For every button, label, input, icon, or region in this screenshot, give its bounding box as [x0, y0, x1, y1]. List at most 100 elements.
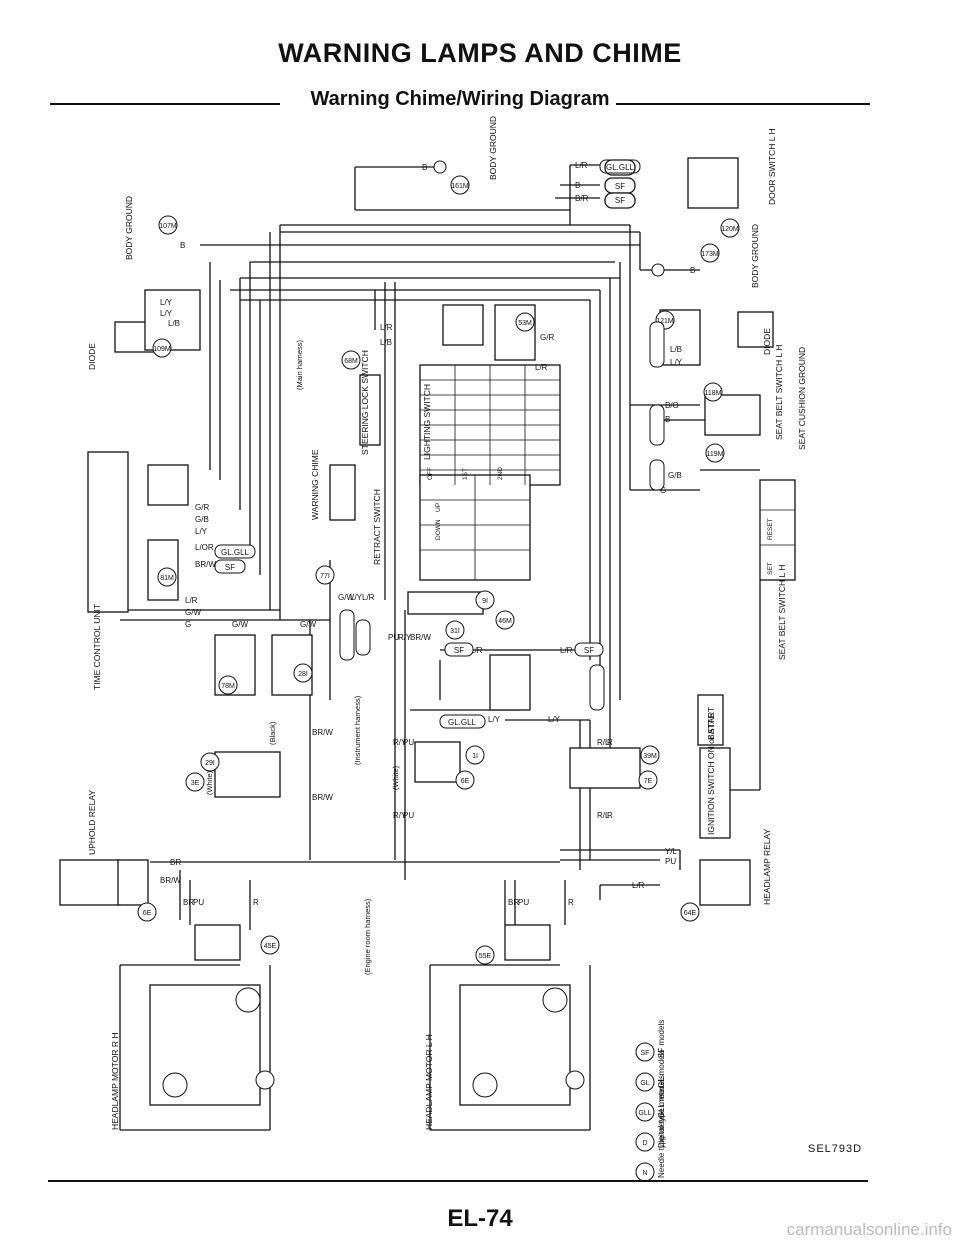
- legend-text-d: Digital type meter: [657, 1085, 666, 1148]
- harness-engine-room: (Engine room harness): [363, 898, 372, 975]
- harness-black: (Black): [268, 721, 277, 745]
- connector-28i: 28I: [298, 671, 308, 678]
- model-tag: SF: [225, 563, 235, 572]
- model-tag: GL.GLL: [448, 718, 477, 727]
- page-title: WARNING LAMPS AND CHIME: [278, 38, 682, 68]
- connector-53m: 53M: [518, 320, 532, 327]
- wire-code: BR: [183, 898, 194, 907]
- connector-7e: 7E: [644, 778, 653, 785]
- label-seat-belt-switch: SEAT BELT SWITCH L H: [774, 345, 784, 440]
- page-number: EL-74: [447, 1205, 513, 1232]
- legend-symbol-d: D: [642, 1140, 647, 1147]
- retract-header: DOWN: [435, 519, 442, 540]
- wire-code: PU: [518, 898, 529, 907]
- wire-code: L/R: [470, 646, 483, 655]
- wire-code: L/B: [380, 338, 392, 347]
- label-headlamp-motor-lh: HEADLAMP MOTOR L H: [424, 1034, 434, 1130]
- belt-header: SET: [767, 562, 774, 575]
- label-diode-right: DIODE: [762, 328, 772, 355]
- label-headlamp-relay: HEADLAMP RELAY: [762, 828, 772, 905]
- wire-code: R: [253, 898, 259, 907]
- wire-code: B/O: [665, 401, 679, 410]
- legend-symbol-gl: GL: [640, 1080, 649, 1087]
- wire-code: L/R: [535, 363, 548, 372]
- wire-code: L/R: [380, 323, 393, 332]
- wire-code: L/R: [362, 593, 375, 602]
- harness-white-left: (White): [205, 770, 214, 795]
- model-tag: SF: [454, 646, 464, 655]
- belt-header: RESET: [767, 518, 774, 540]
- connector-81m: 81M: [160, 575, 174, 582]
- wire-code: L/Y: [160, 309, 173, 318]
- wire-code: BR: [508, 898, 519, 907]
- label-ignition-switch: IGNITION SWITCH ON or START: [706, 707, 716, 835]
- wire-code: R: [568, 898, 574, 907]
- wire-code: L/R: [185, 596, 198, 605]
- legend-symbol-n: N: [642, 1170, 647, 1177]
- connector-3e: 3E: [191, 780, 200, 787]
- figure-code: SEL793D: [808, 1143, 863, 1155]
- connector-39m: 39M: [643, 753, 657, 760]
- model-tag: SF: [615, 196, 625, 205]
- legend-symbol-sf: SF: [641, 1050, 650, 1057]
- subtitle-rule-right: [605, 103, 870, 105]
- wire-code: L/Y: [350, 593, 363, 602]
- label-body-ground-top: BODY GROUND: [488, 116, 498, 180]
- wire-code: B/R: [575, 194, 589, 203]
- wire-code: R/L: [597, 738, 610, 747]
- wire-code: BR/W: [410, 633, 431, 642]
- wire-code: G/R: [540, 333, 554, 342]
- wire-code: L/Y: [670, 358, 683, 367]
- lighting-header: 2ND: [497, 467, 504, 480]
- label-seat-belt-switch-lower: SEAT BELT SWITCH L H: [777, 565, 787, 660]
- connector-29i: 29I: [205, 760, 215, 767]
- wire-code: Y/L: [665, 847, 678, 856]
- wire-code: L/Y: [160, 298, 173, 307]
- legend-text-gll: GLL models: [657, 1075, 666, 1118]
- connector-6e: 6E: [461, 778, 470, 785]
- wire-code: G/R: [195, 503, 209, 512]
- wire-code: L/Y: [488, 715, 501, 724]
- wire-code: B: [180, 241, 185, 250]
- connector-119m: 119M: [707, 451, 724, 458]
- wire-code: B: [422, 163, 427, 172]
- wire-code: B: [575, 181, 580, 190]
- connector-120m: 120M: [721, 226, 739, 233]
- legend-text-n: Needle type meter: [657, 1112, 666, 1178]
- wire-code: L/OR: [195, 543, 214, 552]
- wire-code: G/B: [195, 515, 209, 524]
- connector-1i: 1I: [472, 753, 478, 760]
- wire-code: PU: [665, 857, 676, 866]
- page-subtitle: Warning Chime/Wiring Diagram: [50, 88, 870, 111]
- model-tag: GL.GLL: [606, 163, 635, 172]
- wire-code: PU: [388, 633, 399, 642]
- lighting-header: 1ST: [462, 468, 469, 480]
- label-seat-cushion: SEAT CUSHION GROUND: [797, 347, 807, 450]
- connector-45e: 45E: [264, 943, 277, 950]
- wire-code: L/R: [632, 881, 645, 890]
- lighting-header: OFF: [427, 467, 434, 480]
- connector-161m: 161M: [451, 183, 469, 190]
- label-lighting-switch: LIGHTING SWITCH: [422, 384, 432, 460]
- connector-46m: 46M: [498, 618, 512, 625]
- footer-rule: [48, 1180, 868, 1182]
- label-steering-lock: STEERING LOCK SWITCH: [360, 350, 370, 455]
- model-tag: GL.GLL: [221, 548, 250, 557]
- wire-code: BR/W: [312, 793, 333, 802]
- subtitle-rule-left: [50, 103, 280, 105]
- label-time-control: TIME CONTROL UNIT: [92, 604, 102, 690]
- wire-code: R: [607, 738, 613, 747]
- wire-code: G: [660, 486, 666, 495]
- legend-text-gl: GL models: [657, 1050, 666, 1088]
- connector-64e: 64E: [684, 910, 697, 917]
- wire-code: BR/W: [312, 728, 333, 737]
- connector-9i: 9I: [482, 598, 488, 605]
- connector-107m: 107M: [159, 223, 177, 230]
- wire-code: G/W: [300, 620, 316, 629]
- wire-code: R/Y: [393, 811, 407, 820]
- wire-code: BR/W: [195, 560, 216, 569]
- connector-6e-b: 6E: [143, 910, 152, 917]
- connector-55e: 55E: [479, 953, 492, 960]
- label-headlamp-motor-rh: HEADLAMP MOTOR R H: [110, 1033, 120, 1130]
